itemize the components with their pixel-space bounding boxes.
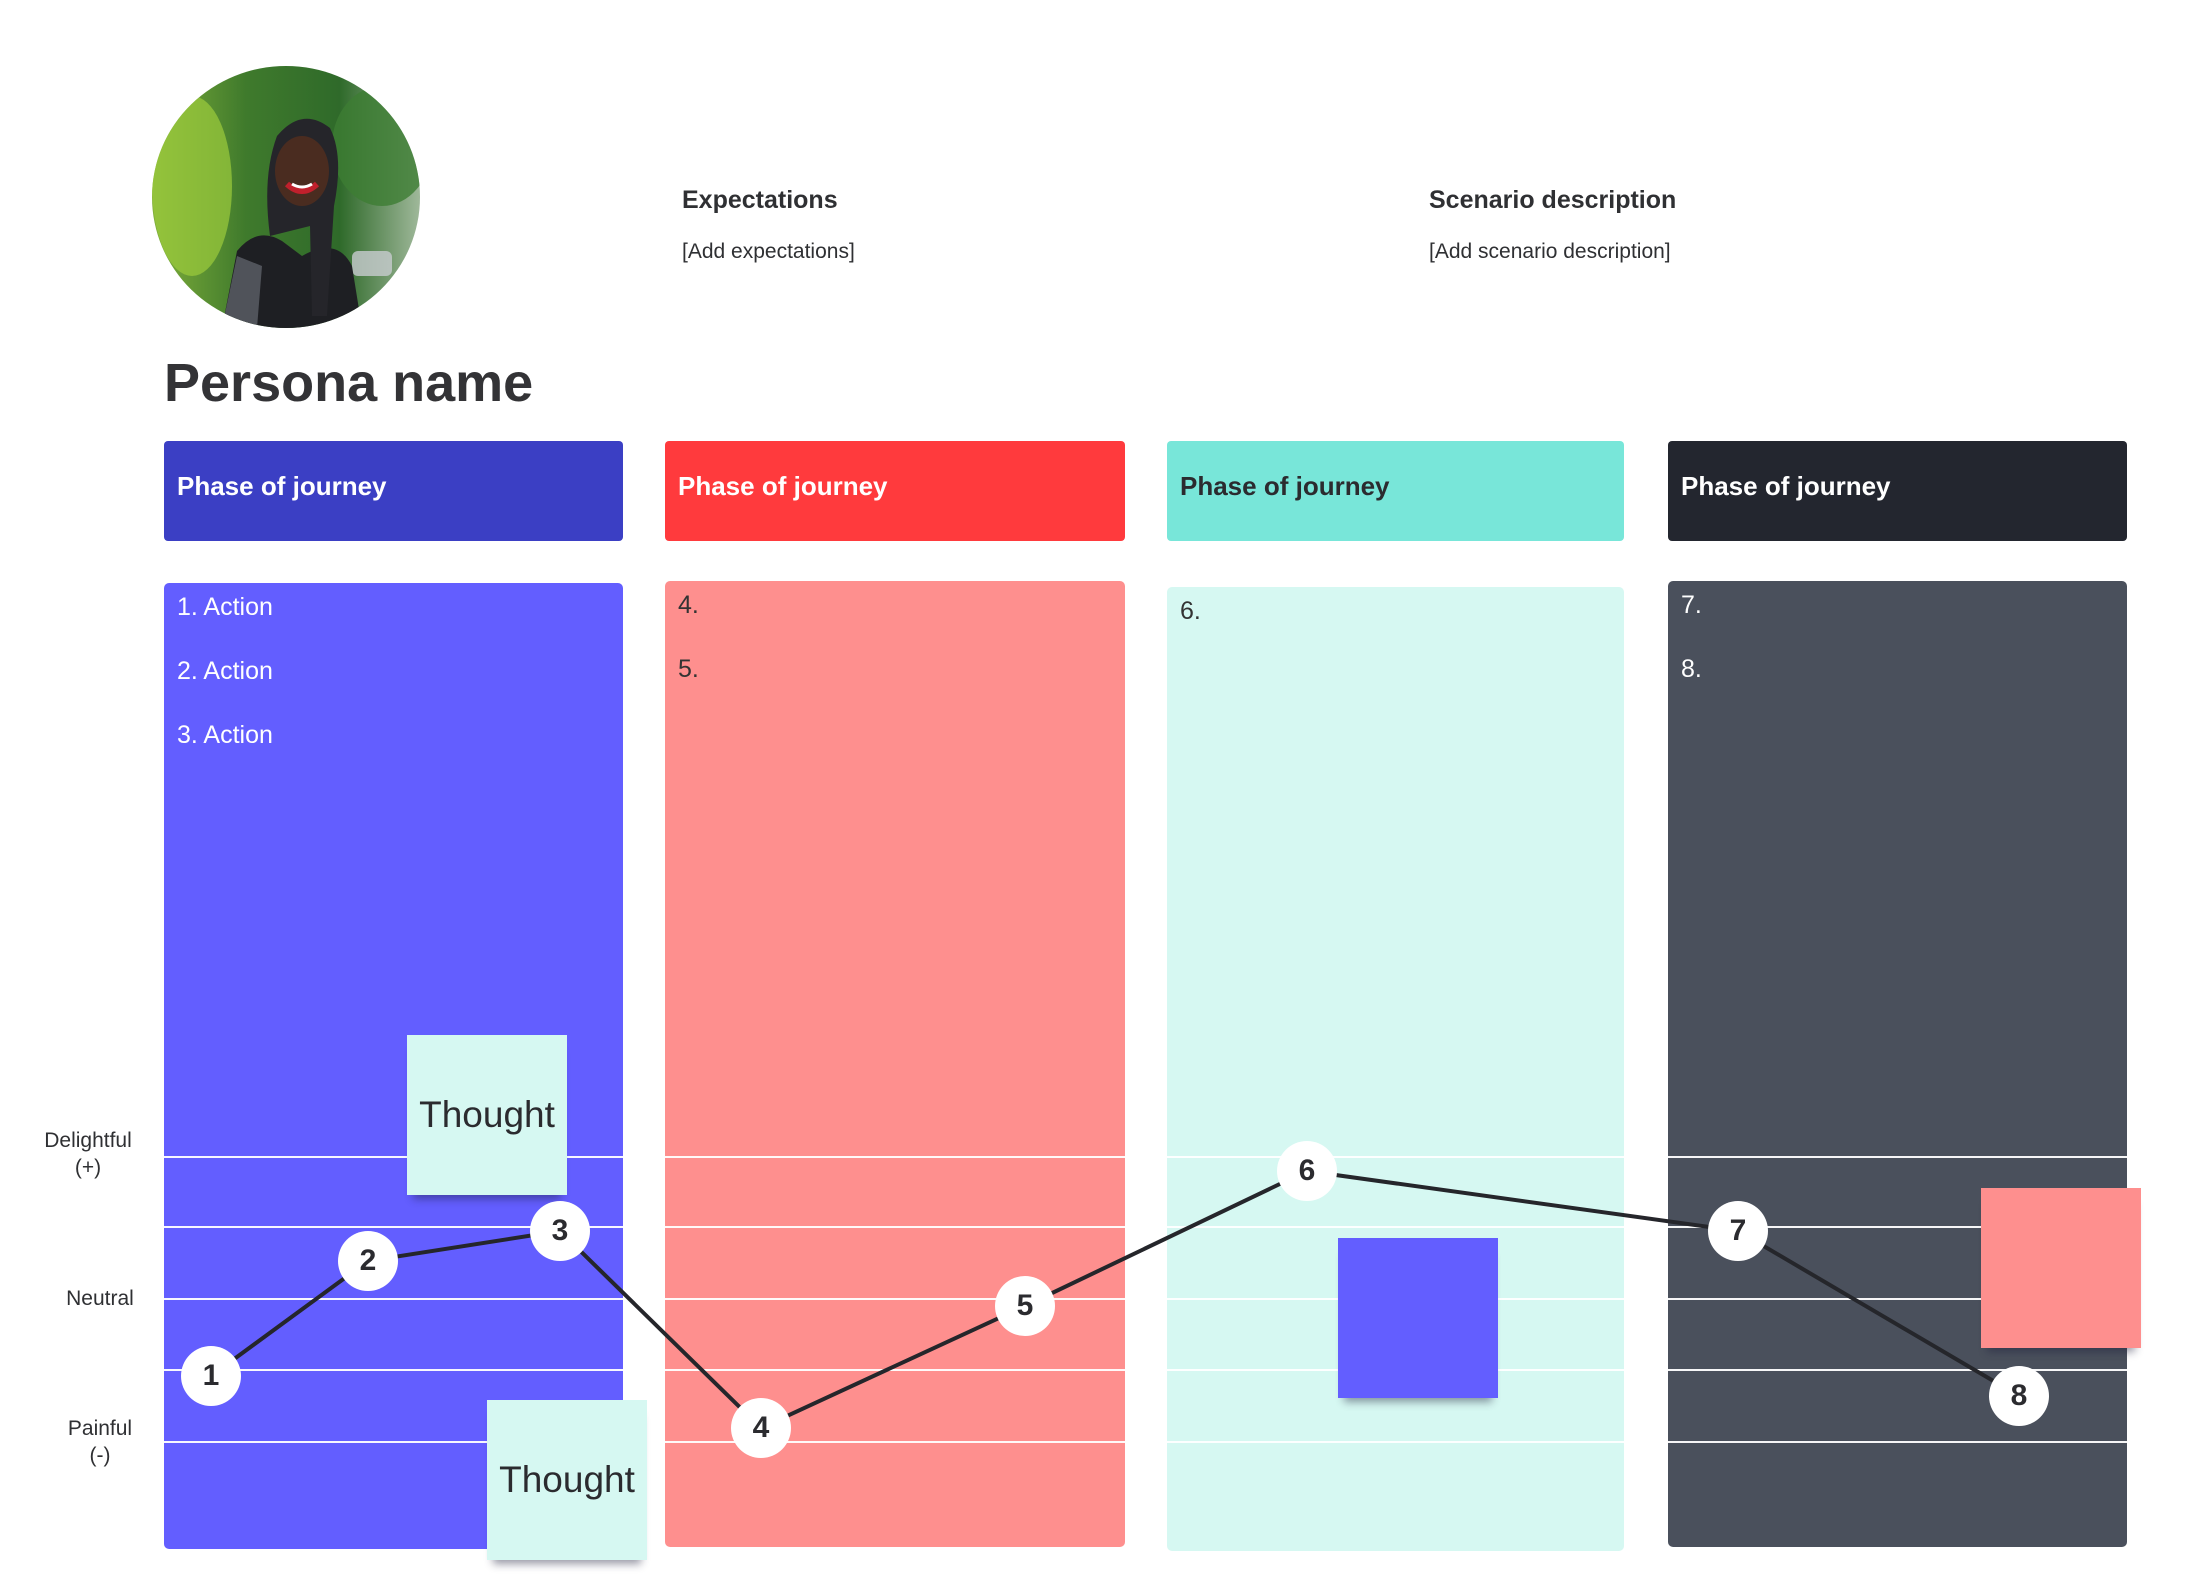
grid-line bbox=[164, 1441, 623, 1443]
expectations-title: Expectations bbox=[682, 186, 838, 214]
thought-note-2[interactable]: Thought bbox=[487, 1400, 647, 1560]
step-8[interactable]: 8. bbox=[1681, 655, 1702, 683]
phase-header-1[interactable]: Phase of journey bbox=[164, 441, 623, 541]
painful-label: Painful bbox=[67, 1417, 133, 1440]
step-1[interactable]: 1. Action bbox=[177, 593, 273, 621]
journey-marker-7[interactable]: 7 bbox=[1708, 1201, 1768, 1261]
journey-marker-6[interactable]: 6 bbox=[1277, 1141, 1337, 1201]
sticky-note-pink[interactable] bbox=[1981, 1188, 2141, 1348]
grid-line bbox=[665, 1156, 1125, 1158]
phase-body-4: 7. 8. bbox=[1668, 581, 2127, 1547]
step-3[interactable]: 3. Action bbox=[177, 721, 273, 749]
step-2[interactable]: 2. Action bbox=[177, 657, 273, 685]
axis-label-delightful: Delightful (+) bbox=[28, 1127, 148, 1181]
grid-line bbox=[665, 1369, 1125, 1371]
neutral-label: Neutral bbox=[66, 1287, 134, 1310]
grid-line bbox=[1167, 1156, 1624, 1158]
step-6[interactable]: 6. bbox=[1180, 597, 1201, 625]
phase-body-3: 6. bbox=[1167, 587, 1624, 1551]
expectations-text[interactable]: [Add expectations] bbox=[682, 240, 855, 263]
journey-marker-2[interactable]: 2 bbox=[338, 1231, 398, 1291]
step-7[interactable]: 7. bbox=[1681, 591, 1702, 619]
phase-header-4[interactable]: Phase of journey bbox=[1668, 441, 2127, 541]
axis-label-neutral: Neutral bbox=[40, 1285, 160, 1312]
painful-sign: (-) bbox=[89, 1444, 111, 1467]
scenario-text[interactable]: [Add scenario description] bbox=[1429, 240, 1671, 263]
grid-line bbox=[665, 1298, 1125, 1300]
journey-marker-5[interactable]: 5 bbox=[995, 1276, 1055, 1336]
grid-line bbox=[164, 1156, 623, 1158]
grid-line bbox=[665, 1226, 1125, 1228]
journey-marker-8[interactable]: 8 bbox=[1989, 1366, 2049, 1426]
persona-photo-icon bbox=[152, 66, 420, 328]
grid-line bbox=[1668, 1441, 2127, 1443]
thought-note-1[interactable]: Thought bbox=[407, 1035, 567, 1195]
grid-line bbox=[1167, 1226, 1624, 1228]
journey-marker-4[interactable]: 4 bbox=[731, 1398, 791, 1458]
grid-line bbox=[1668, 1369, 2127, 1371]
scenario-title: Scenario description bbox=[1429, 186, 1677, 214]
axis-label-painful: Painful (-) bbox=[40, 1415, 160, 1469]
sticky-note-blue[interactable] bbox=[1338, 1238, 1498, 1398]
step-4[interactable]: 4. bbox=[678, 591, 699, 619]
grid-line bbox=[665, 1441, 1125, 1443]
journey-marker-1[interactable]: 1 bbox=[181, 1346, 241, 1406]
grid-line bbox=[164, 1298, 623, 1300]
persona-avatar bbox=[152, 66, 420, 328]
journey-marker-3[interactable]: 3 bbox=[530, 1201, 590, 1261]
phase-header-3[interactable]: Phase of journey bbox=[1167, 441, 1624, 541]
persona-name[interactable]: Persona name bbox=[164, 353, 534, 413]
grid-line bbox=[1167, 1441, 1624, 1443]
grid-line bbox=[1668, 1156, 2127, 1158]
delightful-sign: (+) bbox=[74, 1156, 102, 1179]
phase-header-2[interactable]: Phase of journey bbox=[665, 441, 1125, 541]
phase-body-2: 4. 5. bbox=[665, 581, 1125, 1547]
delightful-label: Delightful bbox=[44, 1129, 132, 1152]
step-5[interactable]: 5. bbox=[678, 655, 699, 683]
